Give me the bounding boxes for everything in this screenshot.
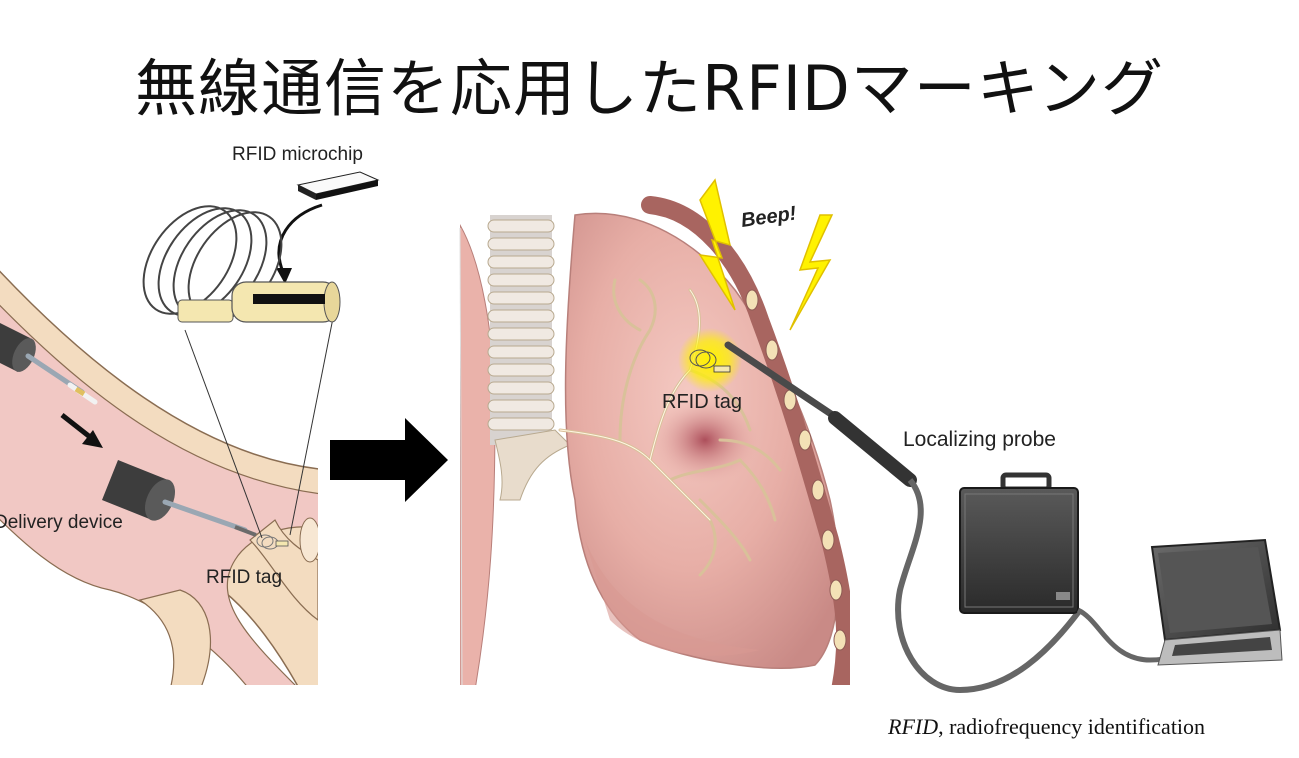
localizing-probe bbox=[724, 341, 1083, 694]
left-panel-airway bbox=[0, 270, 318, 685]
zoom-line-left bbox=[184, 329, 263, 539]
lung-illustration bbox=[460, 196, 850, 685]
rfid-tag-small bbox=[256, 534, 289, 550]
delivery-device-upper bbox=[0, 323, 98, 405]
insert-arrow-head-icon bbox=[276, 268, 292, 284]
panel-divider bbox=[459, 227, 463, 686]
lightning-bolt-icon bbox=[698, 178, 834, 331]
rfid-tag-label-left: RFID tag bbox=[206, 567, 282, 588]
figure-caption: RFID, radiofrequency identification bbox=[888, 714, 1205, 740]
advance-arrow-icon bbox=[60, 413, 103, 448]
localizing-probe-label: Localizing probe bbox=[903, 428, 1056, 451]
delivery-device-lower bbox=[102, 460, 257, 537]
beep-label: Beep! bbox=[740, 202, 798, 232]
delivery-device-label: Delivery device bbox=[0, 512, 123, 533]
rfid-microchip-label: RFID microchip bbox=[232, 144, 363, 165]
rfid-tag-label-right: RFID tag bbox=[662, 391, 742, 413]
caption-abbr: RFID bbox=[888, 714, 939, 739]
control-box bbox=[959, 472, 1079, 614]
insert-arrow-icon bbox=[277, 203, 323, 273]
slide-title: 無線通信を応用したRFIDマーキング bbox=[135, 52, 1164, 125]
rfid-microchip-chip bbox=[296, 171, 380, 200]
transition-arrow-icon bbox=[330, 418, 448, 502]
caption-text: , radiofrequency identification bbox=[938, 714, 1206, 739]
zoom-line-right bbox=[289, 317, 334, 536]
vessel-chain bbox=[641, 196, 850, 685]
rfid-tag-in-lung bbox=[689, 349, 731, 373]
trachea bbox=[487, 215, 571, 501]
rfid-capsule bbox=[177, 281, 341, 323]
laptop bbox=[1150, 538, 1283, 666]
